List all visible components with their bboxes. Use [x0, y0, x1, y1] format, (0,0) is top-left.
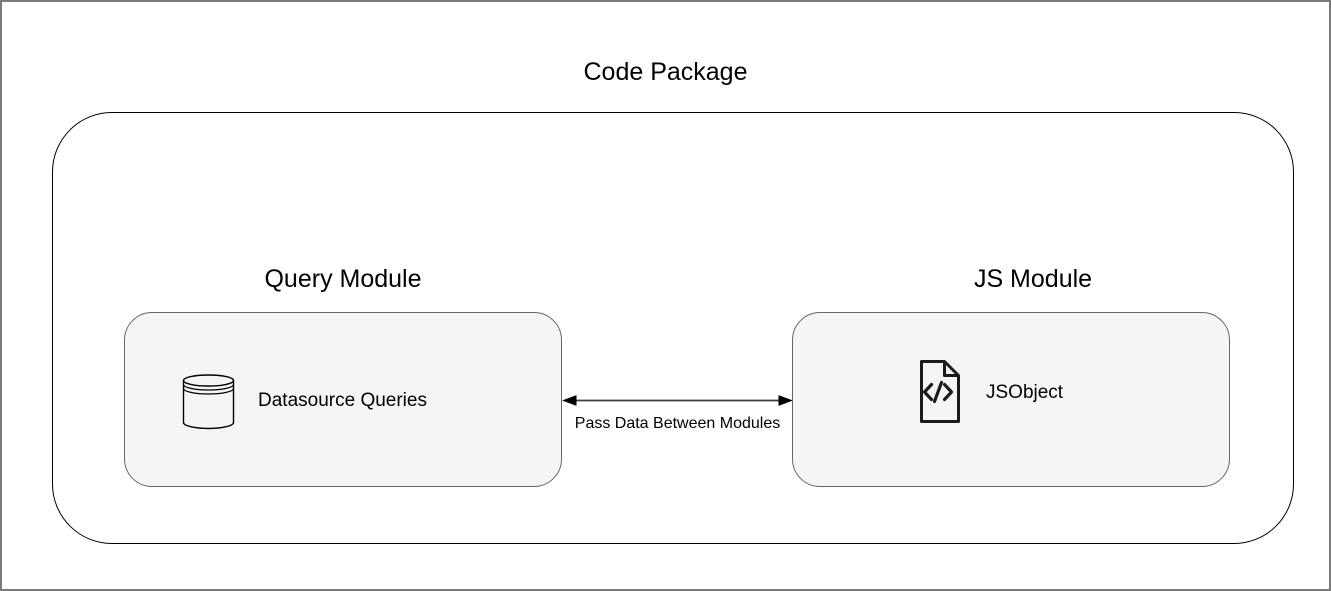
query-module-label: Query Module	[264, 265, 422, 293]
datasource-queries-label: Datasource Queries	[258, 390, 427, 411]
code-file-icon	[920, 360, 960, 423]
bidirectional-arrow	[562, 395, 793, 406]
diagram-title: Code Package	[583, 58, 748, 86]
code-package-container	[52, 112, 1294, 544]
connector-label: Pass Data Between Modules	[574, 415, 781, 432]
database-icon	[182, 374, 235, 430]
code-glyph	[922, 380, 954, 404]
jsobject-label: JSObject	[986, 382, 1064, 403]
js-module-label: JS Module	[973, 265, 1093, 293]
query-module-box: Datasource Queries	[124, 312, 562, 487]
js-module-box: JSObject	[792, 312, 1230, 487]
